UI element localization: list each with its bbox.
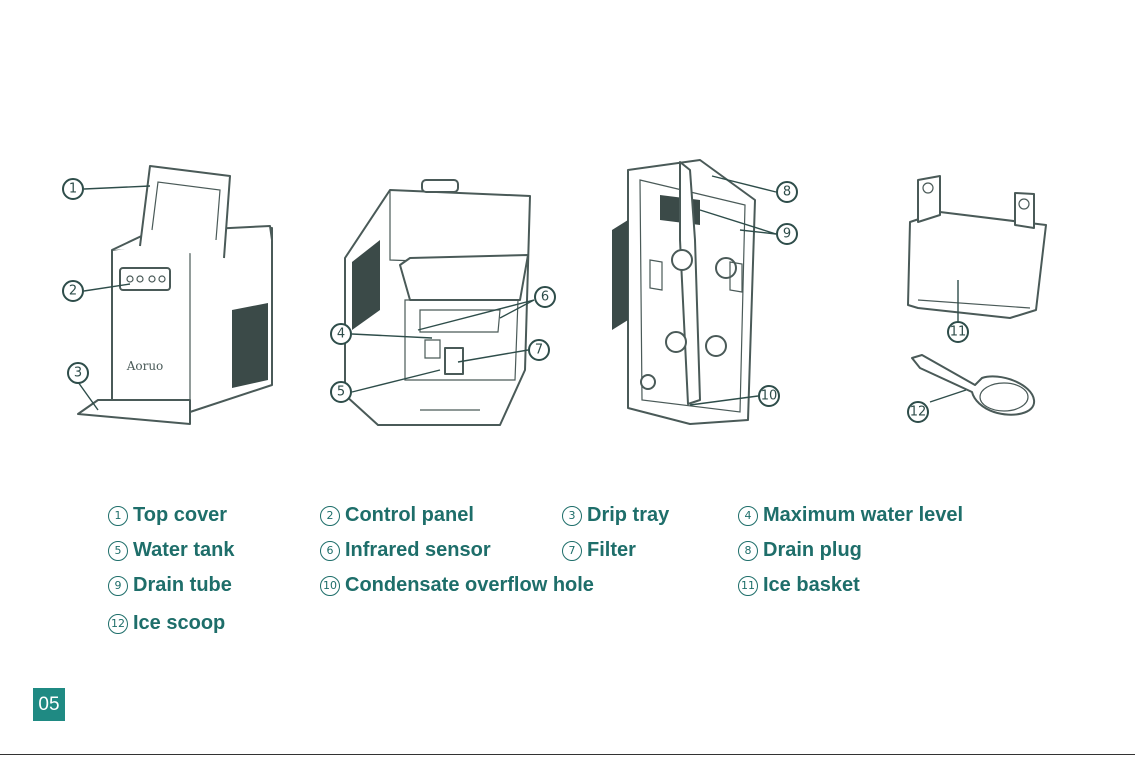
callout-2: 2 [63,281,83,301]
legend-item-maximum-water-level: 4 Maximum water level [738,504,963,527]
brand-logo: Aoruo [126,359,164,373]
svg-text:8: 8 [783,185,791,200]
legend-label: Condensate overflow hole [345,574,594,597]
legend-item-drain-tube: 9 Drain tube [108,574,232,597]
legend-label: Top cover [133,504,227,527]
callout-10: 10 [759,386,779,406]
legend-number: 3 [562,506,582,526]
legend-label: Maximum water level [763,504,963,527]
legend-number: 2 [320,506,340,526]
callout-3: 3 [68,363,88,383]
legend-number: 4 [738,506,758,526]
ice-maker-open-view [345,180,530,425]
legend-label: Drain plug [763,539,862,562]
legend-item-infrared-sensor: 6 Infrared sensor [320,539,491,562]
legend-number: 12 [108,614,128,634]
svg-text:9: 9 [783,227,791,242]
legend-item-drain-plug: 8 Drain plug [738,539,862,562]
callout-5: 5 [331,382,351,402]
legend-label: Drain tube [133,574,232,597]
svg-text:11: 11 [950,325,967,340]
callout-7: 7 [529,340,549,360]
legend-label: Filter [587,539,636,562]
legend-item-filter: 7 Filter [562,539,636,562]
legend-number: 8 [738,541,758,561]
legend-label: Drip tray [587,504,669,527]
product-illustrations: Aoruo [0,0,1135,480]
ice-scoop-drawing [912,355,1034,415]
ice-basket-drawing [908,176,1046,318]
legend-number: 11 [738,576,758,596]
legend-number: 1 [108,506,128,526]
svg-text:3: 3 [74,366,82,381]
legend-label: Water tank [133,539,235,562]
legend-label: Infrared sensor [345,539,491,562]
svg-text:7: 7 [535,343,543,358]
legend-label: Ice basket [763,574,860,597]
legend-item-top-cover: 1 Top cover [108,504,227,527]
legend-number: 10 [320,576,340,596]
page-number: 05 [33,688,65,721]
legend-item-control-panel: 2 Control panel [320,504,474,527]
legend-label: Control panel [345,504,474,527]
callout-6: 6 [535,287,555,307]
svg-text:2: 2 [69,284,77,299]
svg-text:6: 6 [541,290,549,305]
callout-1: 1 [63,179,83,199]
legend-item-ice-basket: 11 Ice basket [738,574,860,597]
svg-text:12: 12 [910,405,927,420]
legend-number: 6 [320,541,340,561]
svg-text:10: 10 [761,389,778,404]
svg-text:4: 4 [337,327,345,342]
svg-text:5: 5 [337,385,345,400]
legend-item-condensate-overflow-hole: 10 Condensate overflow hole [320,574,594,597]
legend-number: 9 [108,576,128,596]
legend-number: 7 [562,541,582,561]
callout-9: 9 [777,224,797,244]
callout-4: 4 [331,324,351,344]
callout-12: 12 [908,402,928,422]
legend-label: Ice scoop [133,612,225,635]
bottom-rule [0,754,1135,755]
svg-text:1: 1 [69,182,77,197]
legend-item-ice-scoop: 12 Ice scoop [108,612,225,635]
callout-8: 8 [777,182,797,202]
ice-maker-bottom-view [612,160,755,424]
legend-item-water-tank: 5 Water tank [108,539,235,562]
legend-item-drip-tray: 3 Drip tray [562,504,669,527]
callout-11: 11 [948,322,968,342]
legend-number: 5 [108,541,128,561]
ice-maker-front-view: Aoruo [78,166,272,424]
